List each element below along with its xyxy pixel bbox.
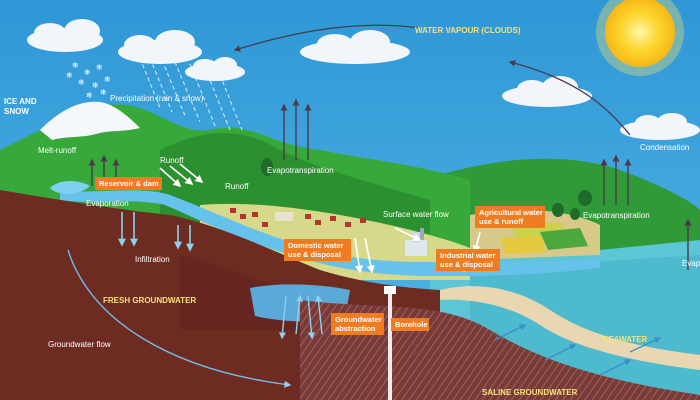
tag-borehole: Borehole <box>391 318 429 331</box>
label-evapotranspiration-2: Evapotranspiration <box>583 211 650 220</box>
svg-text:❄: ❄ <box>86 91 93 100</box>
svg-text:❄: ❄ <box>100 88 107 97</box>
vapour-arrows <box>233 24 631 136</box>
svg-text:❄: ❄ <box>78 78 85 87</box>
cloud-5 <box>502 76 592 107</box>
snowflake-icons: ❄❄❄ ❄❄❄ ❄❄❄ <box>66 61 111 100</box>
cloud-6 <box>620 113 700 140</box>
svg-text:use & disposal: use & disposal <box>440 260 493 269</box>
svg-text:❄: ❄ <box>84 68 91 77</box>
label-precipitation: Precipitation (rain & snow) <box>110 94 204 103</box>
saline-arrows <box>494 324 662 376</box>
label-fresh-groundwater: FRESH GROUNDWATER <box>103 296 196 305</box>
rain-streaks <box>139 57 243 131</box>
svg-text:Industrial water: Industrial water <box>440 251 496 260</box>
svg-text:❄: ❄ <box>66 71 73 80</box>
tag-agricultural: Agricultural water use & runoff <box>475 206 545 228</box>
cloud-1 <box>27 19 103 52</box>
svg-text:❄: ❄ <box>104 75 111 84</box>
cloud-4 <box>185 57 245 81</box>
label-seawater: SEAWATER <box>603 335 648 344</box>
svg-text:use & disposal: use & disposal <box>288 250 341 259</box>
groundwater-flow-arrow <box>67 249 292 388</box>
tag-industrial: Industrial water use & disposal <box>436 249 500 271</box>
label-saline-groundwater: SALINE GROUNDWATER <box>482 388 578 397</box>
svg-text:Reservoir & dam: Reservoir & dam <box>99 179 159 188</box>
svg-text:❄: ❄ <box>92 81 99 90</box>
svg-text:❄: ❄ <box>96 63 103 72</box>
sun-icon <box>596 0 684 76</box>
cloud-3 <box>300 30 410 64</box>
cloud-2 <box>118 30 202 64</box>
label-ice-and: ICE AND <box>4 97 37 106</box>
label-groundwater-flow: Groundwater flow <box>48 340 111 349</box>
label-runoff-1: Runoff <box>160 156 184 165</box>
label-evaporation: Evaporation <box>86 199 129 208</box>
svg-text:Groundwater: Groundwater <box>335 315 382 324</box>
river <box>60 190 600 276</box>
tag-domestic: Domestic water use & disposal <box>284 239 351 261</box>
borehole-icon <box>384 286 396 400</box>
svg-text:abstraction: abstraction <box>335 324 376 333</box>
evaporation-arrows <box>88 98 692 270</box>
label-evap-cut: Evap <box>682 259 700 268</box>
svg-text:Agricultural water: Agricultural water <box>479 208 543 217</box>
label-surface-water-flow: Surface water flow <box>383 210 449 219</box>
svg-text:Borehole: Borehole <box>395 320 428 329</box>
label-condensation: Condensation <box>640 143 689 152</box>
tag-groundwater-abstraction: Groundwater abstraction <box>331 313 384 335</box>
svg-text:❄: ❄ <box>72 61 79 70</box>
label-evapotranspiration-1: Evapotranspiration <box>267 166 334 175</box>
labels: WATER VAPOUR (CLOUDS) ICE AND SNOW Preci… <box>4 26 700 397</box>
cloud-icons <box>27 19 700 140</box>
label-melt-runoff: Melt-runoff <box>38 146 77 155</box>
village <box>230 208 366 227</box>
label-infiltration: Infiltration <box>135 255 170 264</box>
tag-reservoir: Reservoir & dam <box>95 177 162 190</box>
svg-text:Domestic water: Domestic water <box>288 241 344 250</box>
label-water-vapour: WATER VAPOUR (CLOUDS) <box>415 26 521 35</box>
tree-icons <box>261 158 592 220</box>
svg-text:use & runoff: use & runoff <box>479 217 524 226</box>
label-snow: SNOW <box>4 107 29 116</box>
infiltration-arrows <box>118 212 194 252</box>
aquifer-arrows <box>279 294 323 340</box>
label-runoff-2: Runoff <box>225 182 249 191</box>
snow-cap <box>40 101 140 140</box>
